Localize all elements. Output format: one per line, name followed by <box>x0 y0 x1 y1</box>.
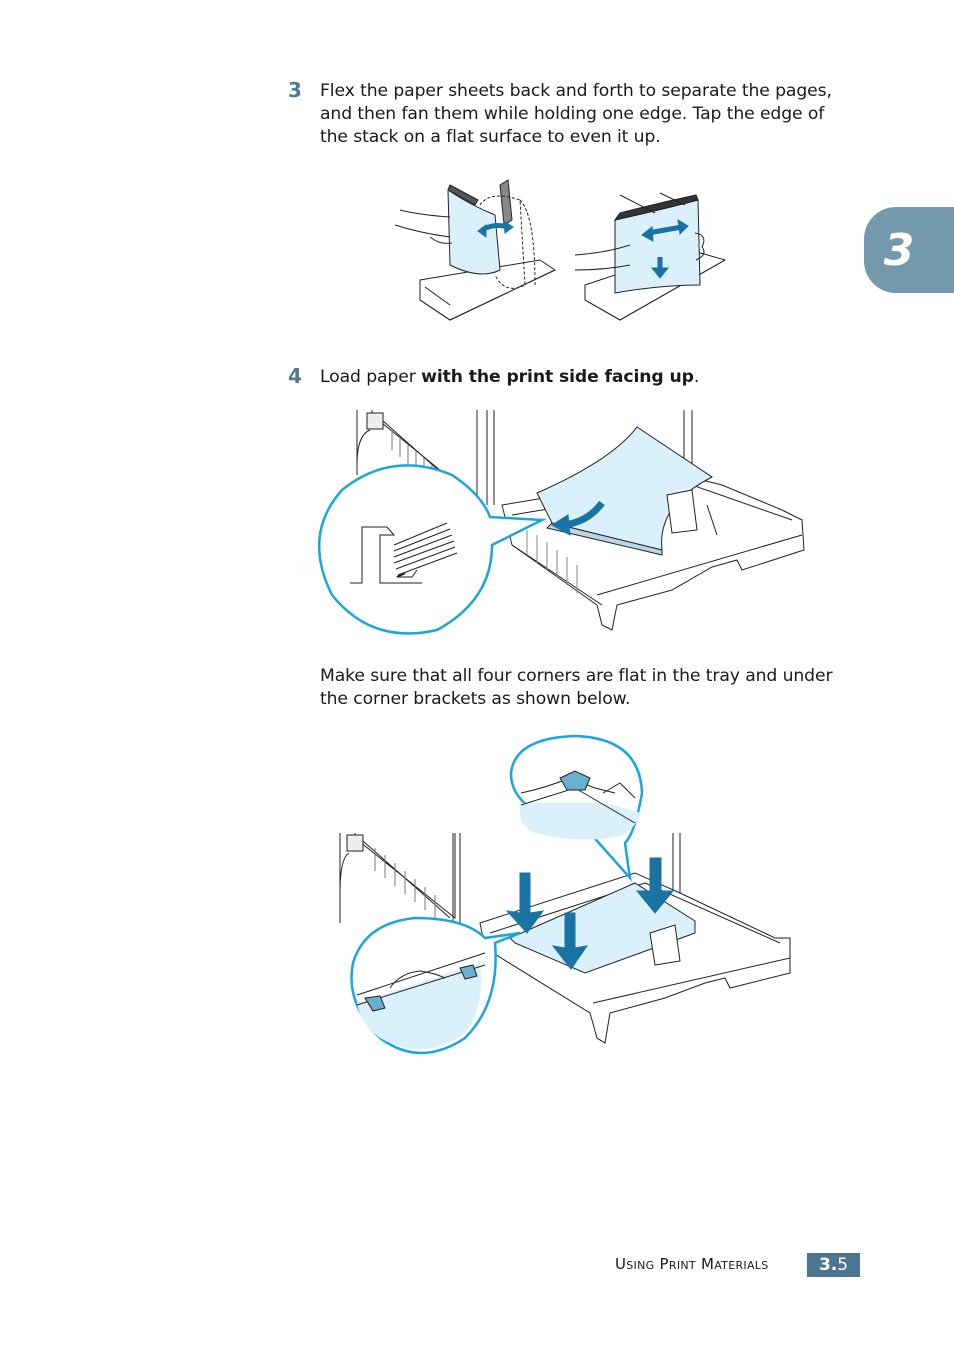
chapter-number: 3 <box>883 224 915 276</box>
page-number-badge: 3.5 <box>807 1253 860 1277</box>
step-number-4: 4 <box>288 364 302 388</box>
step-4-text-suffix: . <box>693 367 700 387</box>
corner-note-text: Make sure that all four corners are flat… <box>320 665 860 711</box>
note-line-2: the corner brackets as shown below. <box>320 689 631 709</box>
step-4-text-prefix: Load paper <box>320 367 422 387</box>
load-paper-tray-illustration <box>317 410 805 635</box>
footer-section-title: Using Print Materials <box>615 1255 769 1273</box>
step-number-3: 3 <box>288 78 302 102</box>
flex-and-fan-paper-illustration <box>394 179 727 321</box>
step-3-line-2: and then fan them while holding one edge… <box>320 104 825 124</box>
step-3-text: Flex the paper sheets back and forth to … <box>320 80 860 149</box>
page-number-chapter: 3. <box>818 1255 838 1275</box>
page-number-page: 5 <box>837 1255 849 1275</box>
note-line-1: Make sure that all four corners are flat… <box>320 666 833 686</box>
step-4-text: Load paper with the print side facing up… <box>320 366 860 389</box>
step-3-line-1: Flex the paper sheets back and forth to … <box>320 81 832 101</box>
step-3-line-3: the stack on a flat surface to even it u… <box>320 127 661 147</box>
step-4-text-emphasis: with the print side facing up <box>421 367 694 387</box>
corner-brackets-illustration <box>339 734 791 1055</box>
chapter-tab: 3 <box>864 207 954 293</box>
